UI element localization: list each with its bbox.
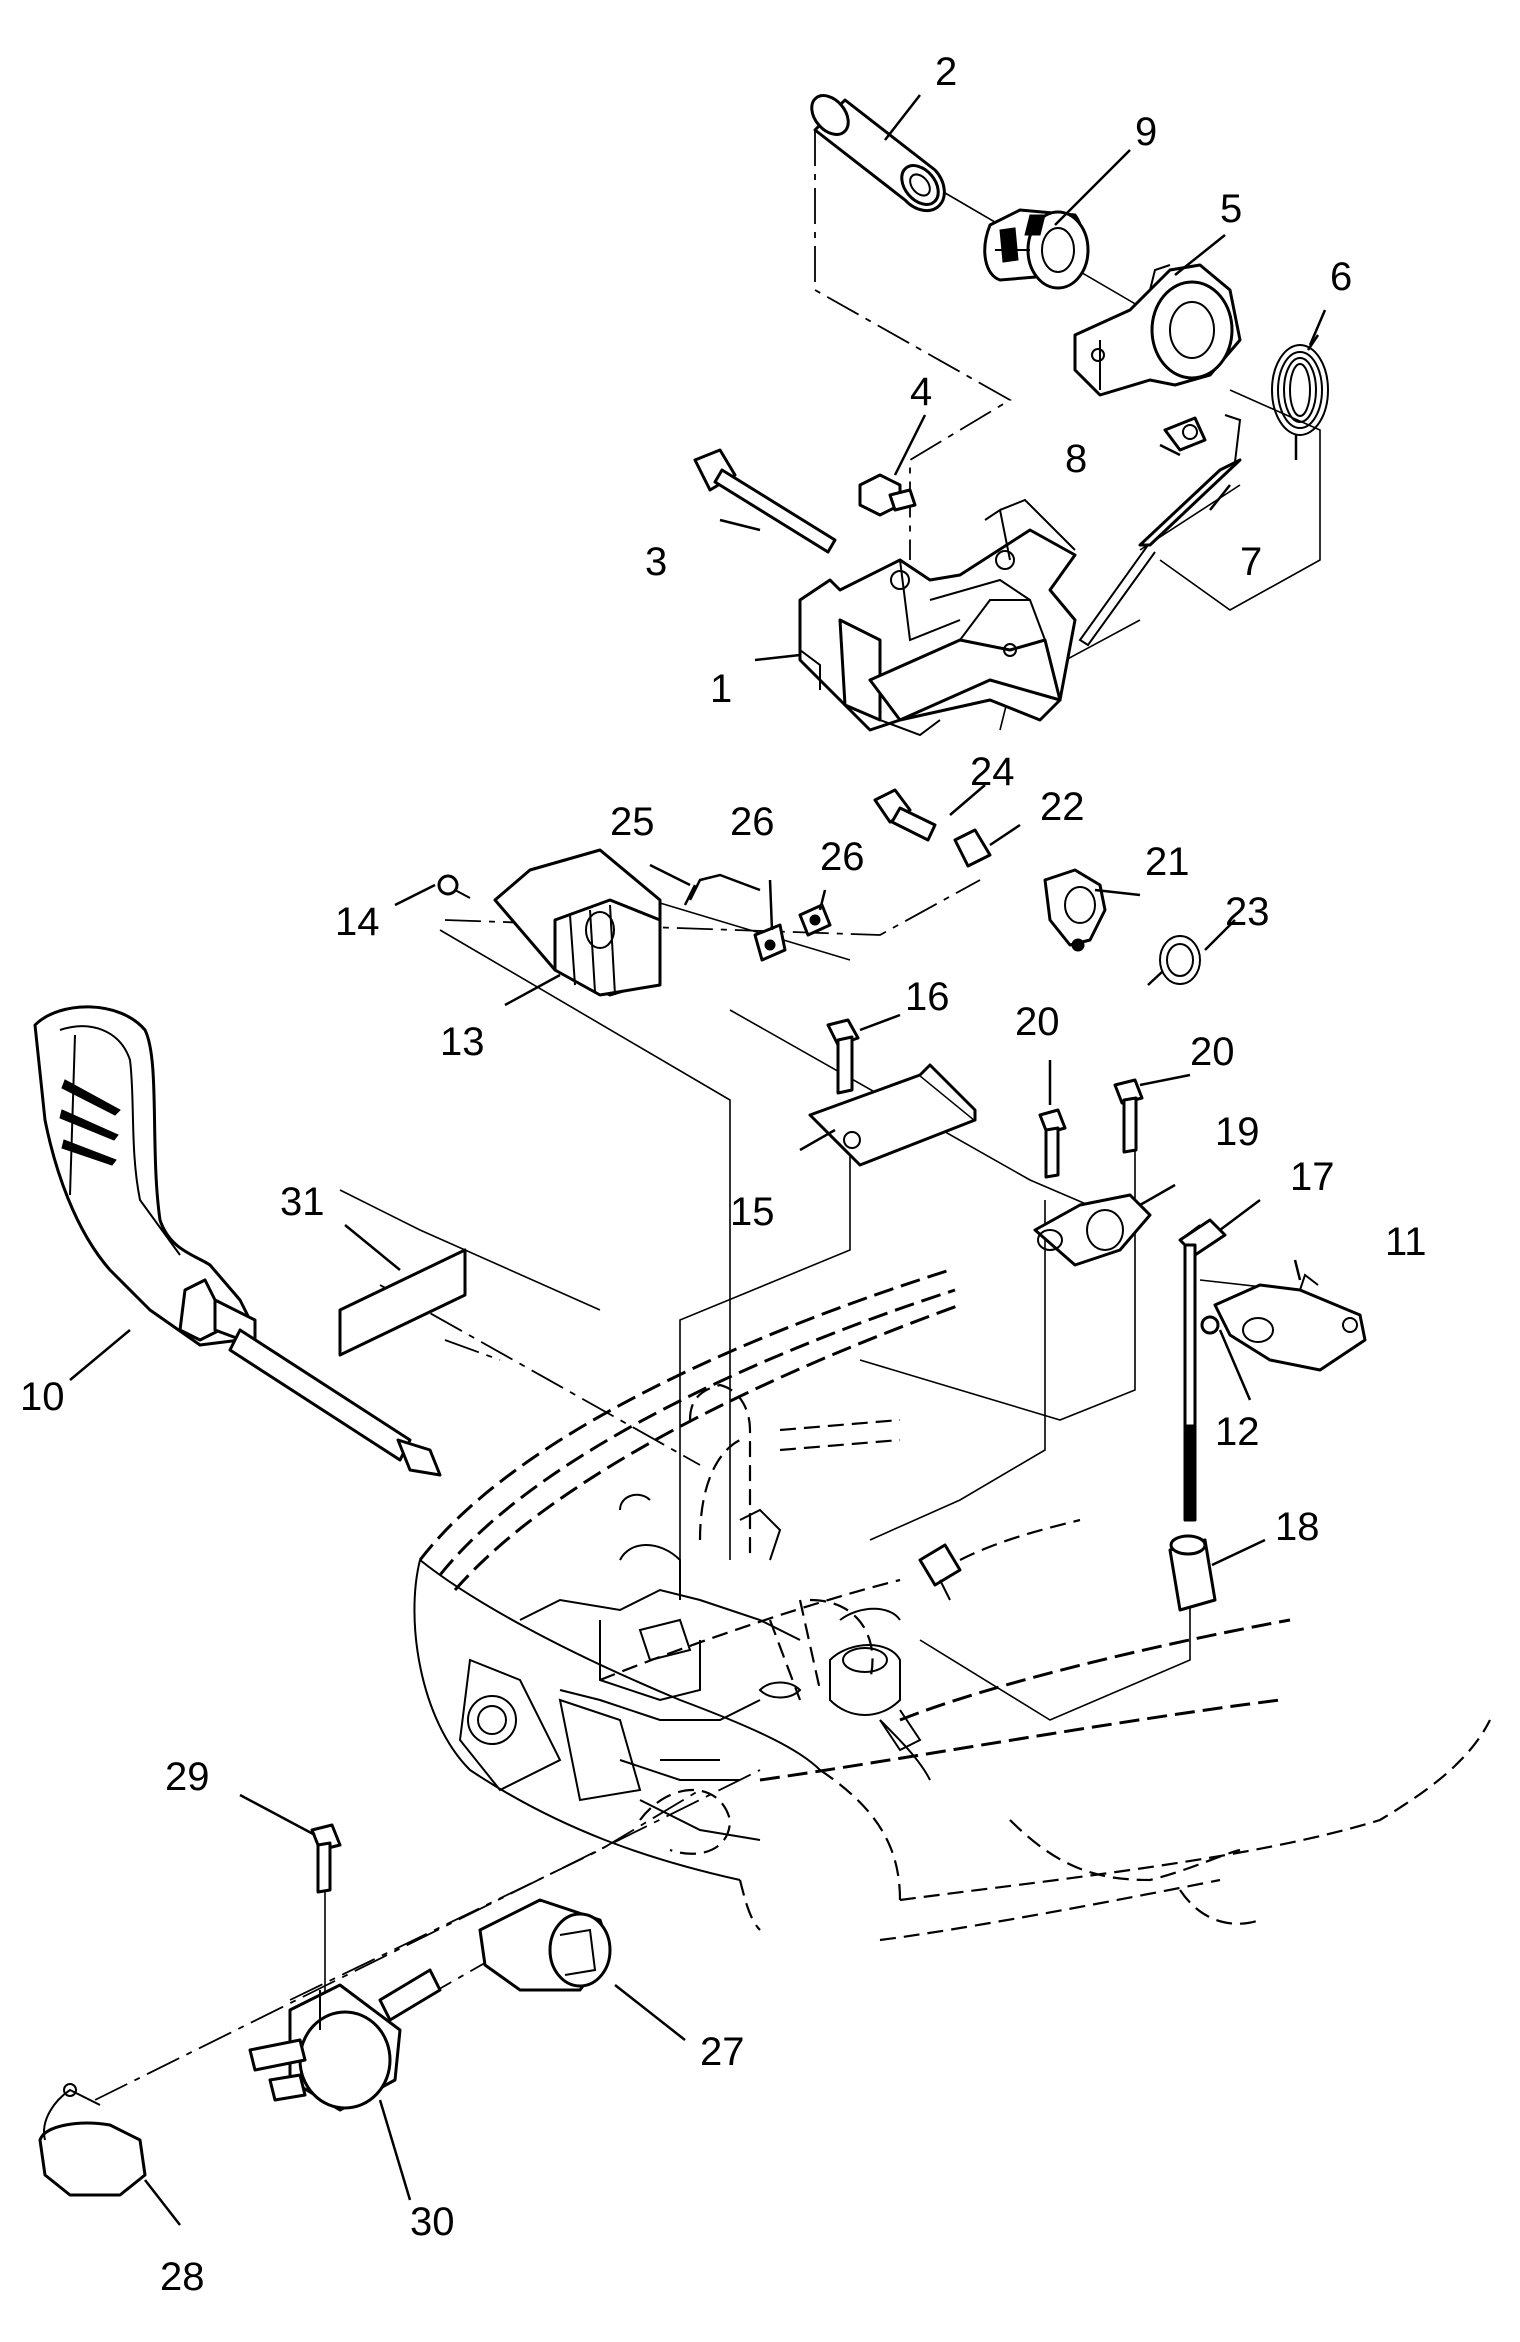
callout-26a: 26 <box>730 800 775 844</box>
callout-9: 9 <box>1135 110 1157 154</box>
part-4-nut <box>858 473 917 517</box>
part-8-clip <box>1163 416 1207 452</box>
callout-2: 2 <box>935 50 957 94</box>
callout-11: 11 <box>1385 1220 1427 1264</box>
callout-20b: 20 <box>1190 1030 1235 1074</box>
callout-12: 12 <box>1215 1410 1260 1454</box>
callout-7: 7 <box>1240 540 1262 584</box>
part-10-tiller-handle <box>33 1005 442 1477</box>
part-9-collar <box>983 208 1090 290</box>
part-25-wire-link <box>683 873 761 906</box>
part-1-main-bracket <box>798 498 1077 737</box>
callout-23: 23 <box>1225 890 1270 934</box>
part-30-bolt <box>310 1823 342 1894</box>
part-19-coupling <box>1033 1193 1152 1267</box>
callout-22: 22 <box>1040 785 1085 829</box>
part-27-cap <box>478 1898 612 1992</box>
part-26-clip-b <box>798 903 832 937</box>
leader-lines <box>69 94 1327 2226</box>
part-29-valve <box>248 1968 442 2112</box>
part-12-screw <box>1200 1315 1220 1335</box>
part-21-lever <box>1043 868 1107 952</box>
part-15-plate <box>808 1063 977 1167</box>
callout-16: 16 <box>905 975 950 1019</box>
callout-15: 15 <box>730 1190 775 1234</box>
callout-5: 5 <box>1220 187 1242 231</box>
part-3-long-bolt <box>693 448 837 554</box>
part-6-torsion-spring <box>1271 334 1329 460</box>
part-18-coupler <box>1168 1424 1217 1612</box>
lower-cowling-outline <box>413 1268 1491 1942</box>
part-23-spring <box>1147 935 1201 986</box>
part-31-label <box>338 1248 467 1357</box>
callout-29: 30 <box>410 2200 455 2244</box>
callout-30: 29 <box>165 1755 210 1799</box>
callout-3: 3 <box>645 540 667 584</box>
callout-10: 10 <box>20 1375 65 1419</box>
part-5-housing <box>1073 263 1242 397</box>
part-24-bolt <box>873 788 937 842</box>
part-13-grip <box>493 848 662 997</box>
part-16-bolt <box>826 1018 860 1095</box>
callout-25: 25 <box>610 800 655 844</box>
part-22-bushing <box>953 828 992 868</box>
callout-4: 4 <box>910 370 932 414</box>
callout-numbers: 2 9 5 6 4 8 7 3 1 24 22 25 26 26 21 23 1… <box>20 50 1427 2299</box>
part-14-screw <box>437 874 471 899</box>
part-20-bolt-b <box>1113 1078 1144 1154</box>
callout-1: 1 <box>710 667 732 711</box>
callout-13: 13 <box>440 1020 485 1064</box>
callout-17: 17 <box>1290 1155 1335 1199</box>
callout-14: 14 <box>335 900 380 944</box>
callout-6: 6 <box>1330 255 1352 299</box>
part-28-cap-with-strap <box>38 2083 147 2197</box>
callout-26b: 26 <box>820 835 865 879</box>
callout-18: 18 <box>1275 1505 1320 1549</box>
callout-20a: 20 <box>1015 1000 1060 1044</box>
part-11-bracket <box>1213 1273 1367 1372</box>
callout-8: 8 <box>1065 437 1087 481</box>
part-7-rod <box>1078 414 1242 647</box>
part-2-tube <box>810 94 946 213</box>
mount-bracket-body <box>458 1493 962 1855</box>
callout-28: 28 <box>160 2255 205 2299</box>
callout-31: 31 <box>280 1180 325 1224</box>
part-20-bolt-a <box>1038 1108 1067 1179</box>
callout-21: 21 <box>1145 840 1190 884</box>
callout-24: 24 <box>970 750 1015 794</box>
callout-19: 19 <box>1215 1110 1260 1154</box>
callout-27: 27 <box>700 2030 745 2074</box>
